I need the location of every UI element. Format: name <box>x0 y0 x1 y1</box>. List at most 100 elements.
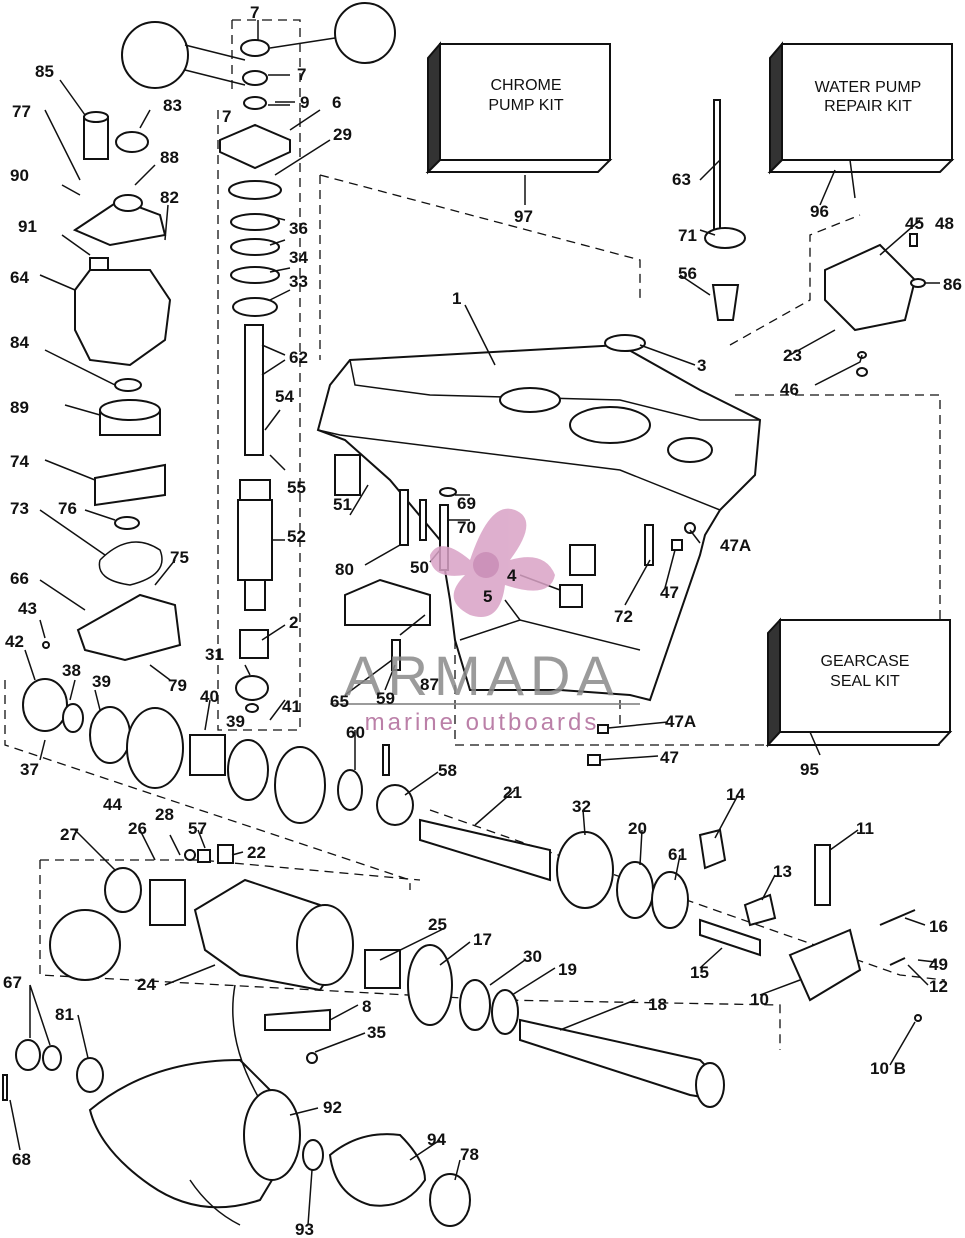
callout-69: 69 <box>457 494 476 513</box>
callout-31: 31 <box>205 645 224 664</box>
callout-47A-lower: 47A <box>665 712 696 731</box>
callout-25: 25 <box>428 915 447 934</box>
callout-85: 85 <box>35 62 54 81</box>
gearcase-seal-kit-box: GEARCASE SEAL KIT <box>765 617 953 748</box>
callout-16: 16 <box>929 917 948 936</box>
callout-17: 17 <box>473 930 492 949</box>
callout-54: 54 <box>275 387 294 406</box>
callout-71: 71 <box>678 226 697 245</box>
callout-20: 20 <box>628 819 647 838</box>
seal-kit-line1: GEARCASE <box>821 653 910 670</box>
callout-11: 11 <box>856 819 874 838</box>
bearing-gear-row <box>22 678 414 826</box>
callout-78: 78 <box>460 1145 479 1164</box>
callout-74: 74 <box>10 452 29 471</box>
callout-45: 45 <box>905 214 924 233</box>
callout-70: 70 <box>457 518 476 537</box>
callout-82: 82 <box>160 188 179 207</box>
water-pump-parts <box>42 111 182 662</box>
callout-88: 88 <box>160 148 179 167</box>
callout-2: 2 <box>289 613 298 632</box>
callout-95: 95 <box>800 760 819 779</box>
callout-49: 49 <box>929 955 948 974</box>
chrome-kit-line1: CHROME <box>490 77 561 94</box>
callout-91: 91 <box>18 217 37 236</box>
callout-47-lower: 47 <box>660 748 679 767</box>
gearcase-housing <box>316 343 762 702</box>
callout-89: 89 <box>10 398 29 417</box>
callout-61: 61 <box>668 845 687 864</box>
callout-43: 43 <box>18 599 37 618</box>
water-pump-repair-kit-box: WATER PUMP REPAIR KIT <box>767 41 955 175</box>
callout-60: 60 <box>346 723 365 742</box>
callout-37: 37 <box>20 760 39 779</box>
callout-81: 81 <box>55 1005 74 1024</box>
callout-77: 77 <box>12 102 31 121</box>
callout-86: 86 <box>943 275 962 294</box>
callout-8: 8 <box>362 997 371 1016</box>
callout-68: 68 <box>12 1150 31 1169</box>
callout-92: 92 <box>323 1098 342 1117</box>
callout-23: 23 <box>783 346 802 365</box>
callout-87: 87 <box>420 675 439 694</box>
callout-94: 94 <box>427 1130 446 1149</box>
driveshaft-stack <box>219 39 291 713</box>
watermark-title: ARMADA <box>344 644 620 707</box>
callout-39-right: 39 <box>226 712 245 731</box>
callout-15: 15 <box>690 963 709 982</box>
callout-24: 24 <box>137 975 156 994</box>
callout-80: 80 <box>335 560 354 579</box>
callout-3: 3 <box>697 356 706 375</box>
callout-39-left: 39 <box>92 672 111 691</box>
callout-7-top: 7 <box>250 3 259 22</box>
callout-79: 79 <box>168 676 187 695</box>
water-kit-line1: WATER PUMP <box>815 79 922 96</box>
callout-26: 26 <box>128 819 147 838</box>
callout-13: 13 <box>773 862 792 881</box>
detail-insets <box>49 2 396 981</box>
callout-66: 66 <box>10 569 29 588</box>
callout-35: 35 <box>367 1023 386 1042</box>
callout-47A-upper: 47A <box>720 536 751 555</box>
callout-19: 19 <box>558 960 577 979</box>
callout-33: 33 <box>289 272 308 291</box>
callout-32: 32 <box>572 797 591 816</box>
callout-58: 58 <box>438 761 457 780</box>
callout-38: 38 <box>62 661 81 680</box>
callout-48: 48 <box>935 214 954 233</box>
callout-84: 84 <box>10 333 29 352</box>
callout-52: 52 <box>287 527 306 546</box>
callout-75: 75 <box>170 548 189 567</box>
callout-6: 6 <box>332 93 341 112</box>
propshaft-row <box>419 818 922 1022</box>
callout-18: 18 <box>648 995 667 1014</box>
callout-4: 4 <box>507 566 517 585</box>
callout-41: 41 <box>282 697 301 716</box>
callout-97: 97 <box>514 207 533 226</box>
callout-93: 93 <box>295 1220 314 1238</box>
callout-5: 5 <box>483 587 492 606</box>
armada-watermark: ARMADA marine outboards <box>330 508 640 736</box>
callout-57: 57 <box>188 819 207 838</box>
small-hardware <box>2 99 926 1101</box>
water-kit-line2: REPAIR KIT <box>824 98 912 115</box>
callout-34: 34 <box>289 248 308 267</box>
callout-64: 64 <box>10 268 29 287</box>
callout-7-mid: 7 <box>297 65 306 84</box>
callout-28: 28 <box>155 805 174 824</box>
seal-kit-line2: SEAL KIT <box>830 673 900 690</box>
callout-59: 59 <box>376 689 395 708</box>
callout-22: 22 <box>247 843 266 862</box>
watermark-subtitle: marine outboards <box>365 709 600 736</box>
callout-72: 72 <box>614 607 633 626</box>
callout-12: 12 <box>929 977 948 996</box>
callout-21: 21 <box>503 783 522 802</box>
callout-42: 42 <box>5 632 24 651</box>
callout-29: 29 <box>333 125 352 144</box>
callout-63: 63 <box>672 170 691 189</box>
callout-96: 96 <box>810 202 829 221</box>
callout-10B: 10 B <box>870 1059 906 1078</box>
callout-1: 1 <box>452 289 461 308</box>
chrome-kit-line2: PUMP KIT <box>488 97 564 114</box>
callout-9: 9 <box>300 93 309 112</box>
